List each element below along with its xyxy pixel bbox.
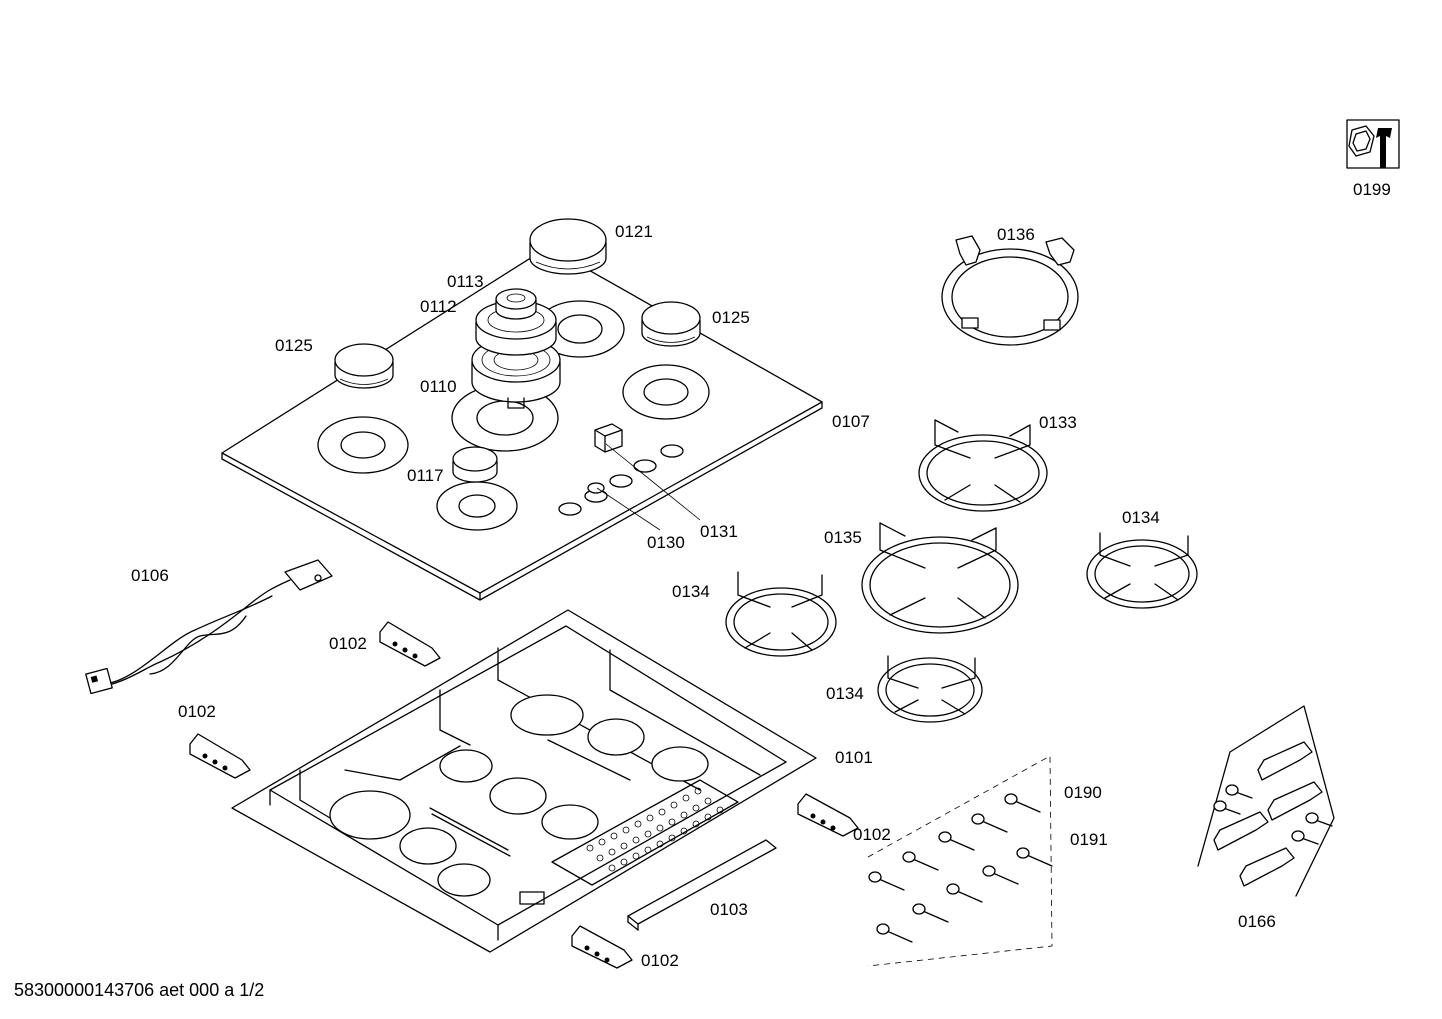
pan-support-0134-left	[725, 571, 837, 657]
label-0117: 0117	[407, 466, 444, 485]
label-0110: 0110	[420, 377, 457, 396]
leader-lines	[596, 443, 701, 531]
vent-holes	[586, 787, 724, 872]
label-0166: 0166	[1238, 912, 1276, 931]
pan-support-0135	[861, 522, 1019, 634]
burner-cap-0125-left	[334, 343, 394, 389]
label-0106: 0106	[131, 566, 169, 585]
burner-cap-0125-right	[641, 301, 701, 347]
label-0113: 0113	[447, 272, 484, 291]
label-0112: 0112	[420, 297, 457, 316]
part-labels: 0121 0113 0112 0125 0125 0110 0117 0107 …	[131, 180, 1391, 970]
label-0135: 0135	[824, 528, 862, 547]
pan-support-0134-bottom	[877, 655, 983, 723]
label-0136: 0136	[997, 225, 1035, 244]
power-cable	[85, 559, 333, 695]
screw-set	[867, 755, 1053, 967]
label-0102-b: 0102	[178, 702, 216, 721]
label-0107: 0107	[832, 412, 870, 431]
label-0134-bottom: 0134	[826, 684, 864, 703]
bracket-0102-c	[797, 793, 859, 837]
document-id: 58300000143706 aet 000 a 1/2	[14, 980, 265, 1000]
base-tray	[231, 609, 817, 953]
label-0134-left: 0134	[672, 582, 710, 601]
bracket-0102-a	[379, 621, 441, 667]
pan-support-0134-right	[1086, 532, 1198, 609]
label-0103: 0103	[710, 900, 748, 919]
label-0102-d: 0102	[641, 951, 679, 970]
label-0102-c: 0102	[853, 825, 891, 844]
label-0131: 0131	[700, 522, 738, 541]
label-0121: 0121	[615, 222, 653, 241]
label-0130: 0130	[647, 533, 685, 552]
label-0125-left: 0125	[275, 336, 313, 355]
bracket-0102-d	[571, 925, 633, 969]
strip-0103	[627, 839, 777, 931]
burner-cap-0121	[529, 218, 607, 275]
label-0101: 0101	[835, 748, 873, 767]
label-0102-a: 0102	[329, 634, 367, 653]
label-0191: 0191	[1070, 830, 1108, 849]
service-tool-icon	[1346, 119, 1400, 169]
label-0199: 0199	[1353, 180, 1391, 199]
wok-burner-assembly	[471, 288, 561, 409]
pan-support-0136	[941, 235, 1079, 346]
pan-support-0133	[918, 419, 1048, 512]
label-0133: 0133	[1039, 413, 1077, 432]
bracket-0102-b	[189, 733, 251, 779]
label-0134-right: 0134	[1122, 508, 1160, 527]
label-0125-right: 0125	[712, 308, 750, 327]
burner-cap-0117	[452, 446, 498, 483]
bracket-kit	[1197, 705, 1335, 897]
label-0190: 0190	[1064, 783, 1102, 802]
